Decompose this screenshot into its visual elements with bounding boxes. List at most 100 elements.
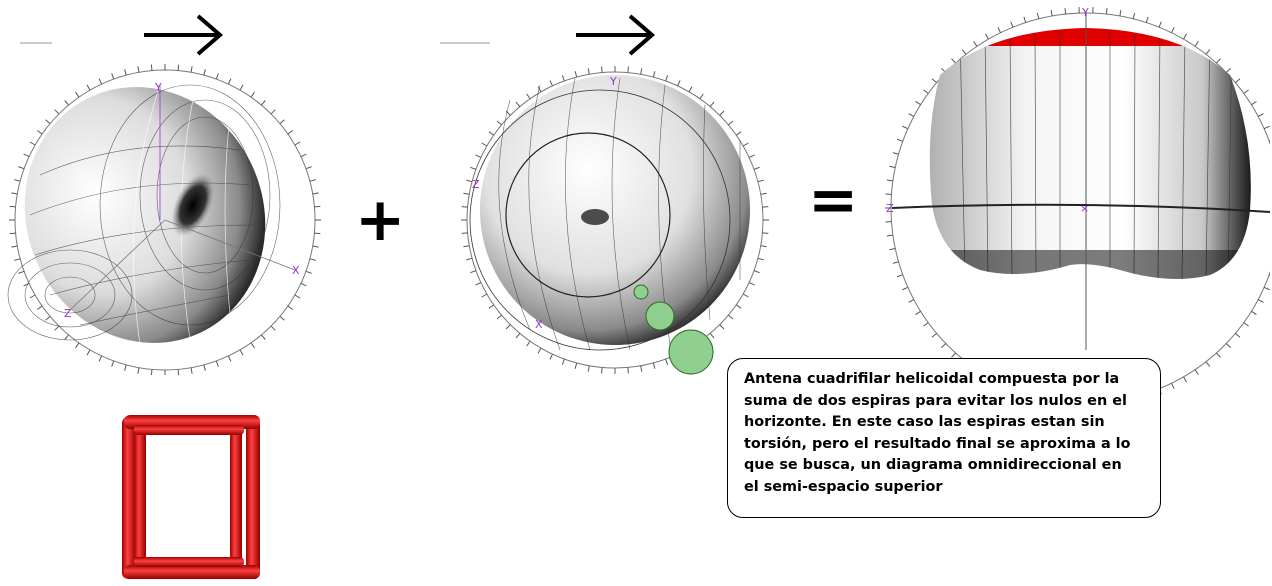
polar-tick	[1036, 12, 1040, 19]
equals-operator: =	[808, 165, 859, 235]
polar-tick	[177, 369, 180, 375]
polar-tick	[1050, 9, 1053, 17]
polar-tick	[719, 110, 725, 116]
polar-tick	[45, 119, 51, 124]
polar-tick	[124, 364, 127, 371]
polar-tick	[1243, 322, 1249, 327]
caption-box: Antena cuadrifilar helicoidal compuesta …	[727, 358, 1161, 518]
polar-tick	[587, 68, 590, 75]
polar-tick	[889, 248, 896, 251]
polar-tick	[1023, 16, 1027, 23]
polar-tick	[203, 69, 206, 76]
plus-operator: +	[355, 185, 406, 255]
polar-tick	[29, 294, 36, 299]
polar-tick	[239, 349, 244, 356]
polar-tick	[466, 179, 473, 183]
polar-tick	[86, 349, 91, 356]
polar-tick	[961, 49, 967, 55]
polar-tick	[75, 91, 80, 98]
polar-tick	[9, 232, 16, 235]
polar-tick	[561, 75, 565, 82]
axis-label-x: X	[292, 264, 300, 277]
polar-tick	[54, 325, 60, 331]
polar-tick	[463, 245, 470, 248]
polar-tick	[1105, 8, 1108, 15]
polar-tick	[742, 142, 749, 147]
polar-tick	[902, 125, 909, 130]
polar-tick	[137, 367, 140, 374]
polar-tick	[18, 166, 25, 170]
polar-tick	[11, 192, 18, 195]
polar-tick	[294, 294, 301, 299]
polar-tick	[470, 166, 477, 170]
polar-tick	[261, 100, 266, 106]
polar-tick	[902, 286, 909, 291]
polar-tick	[287, 130, 294, 135]
polar-tick	[892, 261, 899, 264]
polar-tick	[985, 33, 989, 40]
polar-tick	[14, 258, 21, 261]
polar-tick	[753, 166, 760, 170]
polar-tick	[496, 120, 502, 126]
polar-tick	[1235, 78, 1241, 84]
polar-tick	[915, 101, 921, 106]
polar-tick	[270, 109, 276, 115]
polar-tick	[294, 141, 301, 146]
polar-tick	[896, 274, 903, 278]
polar-tick	[1257, 299, 1264, 303]
direction-arrow-left	[144, 14, 224, 56]
polar-tick	[64, 100, 69, 106]
polar-tick	[587, 365, 590, 372]
polar-tick	[1171, 383, 1175, 389]
polar-tick	[1263, 286, 1270, 291]
polar-tick	[215, 360, 219, 367]
polar-tick	[549, 80, 553, 87]
polar-tick	[908, 299, 915, 303]
origin-marker: ×	[1080, 202, 1089, 215]
polar-tick	[36, 305, 43, 310]
polar-tick	[190, 367, 193, 374]
polar-tick	[709, 101, 715, 107]
polar-tick	[475, 154, 482, 158]
polar-tick	[748, 282, 755, 286]
polar-tick	[931, 332, 937, 338]
polar-tick	[915, 310, 921, 315]
green-circle-small	[633, 284, 649, 300]
polar-tick	[466, 257, 473, 261]
polar-tick	[270, 325, 276, 331]
polar-tick	[640, 68, 643, 75]
polar-tick	[753, 270, 760, 274]
green-circle-large	[668, 329, 714, 375]
polar-tick	[75, 342, 80, 349]
polar-tick	[892, 152, 899, 155]
decor-line	[20, 42, 52, 44]
polar-tick	[461, 206, 468, 208]
polar-tick	[300, 153, 307, 158]
polar-tick	[470, 270, 477, 274]
polar-tick	[951, 352, 956, 358]
caption-line: que se busca, un diagrama omnidirecciona…	[744, 457, 1122, 473]
polar-tick	[537, 347, 542, 354]
polar-tick	[1251, 310, 1257, 315]
polar-tick	[23, 153, 30, 158]
polar-tick	[931, 78, 937, 84]
axis-label-z: Z	[472, 178, 480, 191]
polar-tick	[762, 206, 769, 208]
polar-tick	[461, 232, 468, 234]
caption-line: el semi-espacio superior	[744, 478, 943, 495]
polar-tick	[475, 282, 482, 286]
polar-tick	[111, 360, 115, 367]
polar-tick	[150, 64, 153, 71]
polar-tick	[14, 179, 21, 182]
polar-tick	[45, 316, 51, 321]
polar-tick	[1205, 361, 1211, 367]
polar-tick	[1225, 68, 1231, 73]
polar-tick	[1194, 369, 1199, 375]
polar-tick	[305, 166, 312, 170]
decor-line	[440, 42, 490, 44]
polar-tick	[526, 340, 531, 347]
polar-tick	[250, 91, 255, 98]
polar-tick	[250, 342, 255, 349]
polar-tick	[515, 333, 521, 339]
polar-tick	[29, 141, 36, 146]
